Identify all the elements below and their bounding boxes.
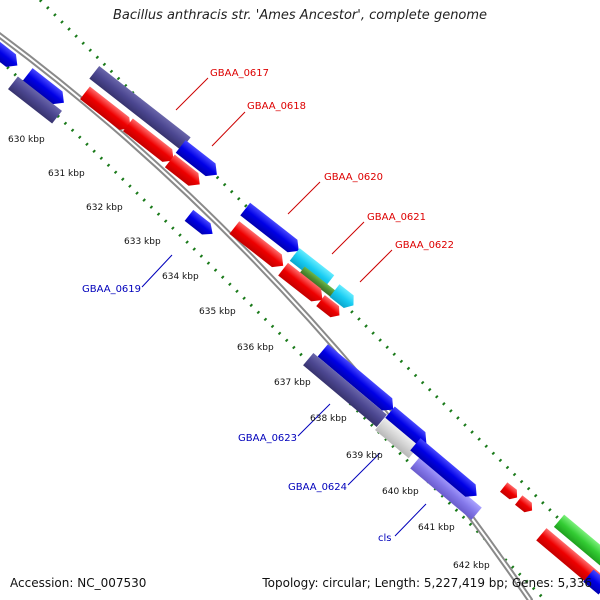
kbp-tick-label: 640 kbp	[382, 487, 419, 497]
gene-blue-bottom	[583, 569, 600, 595]
gene-red-3	[164, 154, 200, 186]
gene-label-gbaa-0624[interactable]: GBAA_0624	[288, 482, 347, 493]
gene-green	[553, 514, 600, 566]
gene-label-cls[interactable]: cls	[378, 533, 392, 544]
accession-label: Accession: NC_007530	[10, 576, 147, 590]
gene-gbaa-0618	[175, 140, 217, 177]
forward-gene-labels: GBAA_0617 GBAA_0618 GBAA_0620 GBAA_0621 …	[210, 68, 454, 251]
kbp-tick-label: 635 kbp	[199, 307, 236, 317]
gene-red-2	[123, 118, 174, 162]
kbp-tick-label: 639 kbp	[346, 451, 383, 461]
gene-red-small-b	[515, 495, 533, 513]
gene-label-gbaa-0622[interactable]: GBAA_0622	[395, 240, 454, 251]
gene-partial-left-c	[8, 76, 62, 124]
gene-gbaa-0623	[303, 353, 387, 427]
gene-red-4	[229, 221, 284, 268]
tick-ring-inner	[0, 58, 547, 600]
gene-partial-left-b	[22, 68, 64, 105]
gene-label-gbaa-0620[interactable]: GBAA_0620	[324, 172, 383, 183]
map-title: Bacillus anthracis str. 'Ames Ancestor',…	[112, 8, 488, 23]
gene-red-5	[278, 262, 323, 302]
genome-backbone	[0, 31, 533, 600]
gene-red-small-a	[500, 482, 518, 500]
gene-blue-short	[384, 406, 427, 445]
gene-olive	[299, 266, 337, 298]
gene-gbaa-0622	[329, 284, 354, 308]
reverse-leaders	[141, 254, 427, 537]
gene-label-gbaa-0618[interactable]: GBAA_0618	[247, 101, 306, 112]
gene-gbaa-0619	[184, 209, 213, 235]
kbp-tick-label: 636 kbp	[237, 343, 274, 353]
kbp-tick-label: 637 kbp	[274, 378, 311, 388]
kbp-tick-label: 630 kbp	[8, 135, 45, 145]
topology-label: Topology: circular; Length: 5,227,419 bp…	[262, 576, 592, 590]
kbp-tick-label: 631 kbp	[48, 169, 85, 179]
gene-red-1	[80, 86, 131, 130]
tick-ring-outer	[38, 0, 600, 562]
gene-blue-long	[317, 344, 394, 411]
gene-cls	[410, 456, 482, 520]
gene-label-gbaa-0619[interactable]: GBAA_0619	[82, 284, 141, 295]
kbp-tick-label: 638 kbp	[310, 414, 347, 424]
gene-gbaa-0621	[289, 248, 335, 288]
gene-label-gbaa-0621[interactable]: GBAA_0621	[367, 212, 426, 223]
kbp-tick-label: 642 kbp	[453, 561, 490, 571]
kbp-tick-label: 633 kbp	[124, 237, 161, 247]
kbp-tick-label: 632 kbp	[86, 203, 123, 213]
kbp-tick-label: 641 kbp	[418, 523, 455, 533]
gene-blue-cls-top	[410, 438, 477, 497]
kbp-tick-label: 634 kbp	[162, 272, 199, 282]
gene-gbaa-0617	[89, 65, 191, 151]
gene-partial-left-a	[0, 33, 18, 67]
forward-leaders	[175, 77, 393, 283]
gene-label-gbaa-0617[interactable]: GBAA_0617	[210, 68, 269, 79]
gene-label-gbaa-0623[interactable]: GBAA_0623	[238, 433, 297, 444]
reverse-gene-labels: GBAA_0619 GBAA_0623 GBAA_0624 cls	[82, 284, 392, 544]
kbp-tick-labels: 630 kbp 631 kbp 632 kbp 633 kbp 634 kbp …	[8, 135, 490, 571]
gene-gbaa-0620	[240, 202, 299, 253]
gene-red-6	[316, 295, 340, 318]
backbone-highlight	[0, 34, 531, 600]
gene-gbaa-0624	[375, 417, 419, 459]
